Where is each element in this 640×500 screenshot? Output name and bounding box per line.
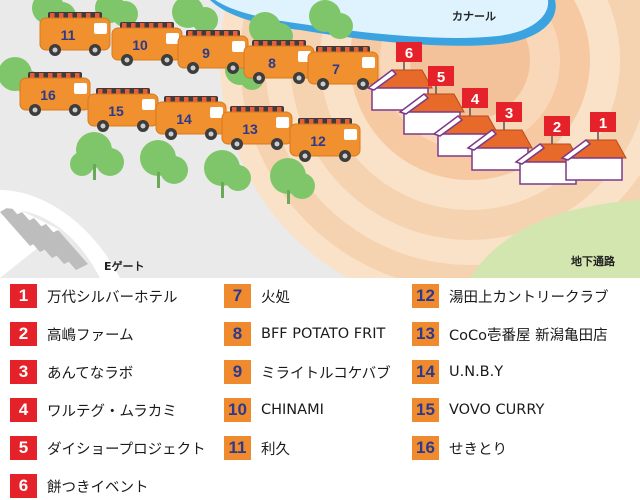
legend-item-name: 湯田上カントリークラブ (449, 289, 609, 306)
legend-item-name: ダイショープロジェクト (47, 441, 206, 458)
legend-item-5[interactable]: 5 ダイショープロジェクト (10, 435, 206, 461)
legend-item-15[interactable]: 15 VOVO CURRY (412, 397, 544, 423)
legend-item-3[interactable]: 3 あんてなラボ (10, 359, 133, 385)
tent-1: 1 (560, 112, 627, 181)
food-truck-number: 10 (132, 37, 148, 53)
legend-item-1[interactable]: 1 万代シルバーホテル (10, 283, 178, 309)
food-truck-9: 9 (177, 30, 249, 74)
legend-item-13[interactable]: 13 CoCo壱番屋 新潟亀田店 (412, 321, 608, 347)
food-truck-number: 12 (310, 133, 326, 149)
legend-number-badge: 5 (10, 436, 37, 460)
tent-number: 4 (471, 91, 480, 108)
food-truck-number: 7 (332, 61, 340, 77)
legend-item-name: 高嶋ファーム (47, 327, 134, 344)
food-truck-number: 9 (202, 45, 210, 61)
food-truck-16: 16 (19, 72, 91, 116)
food-truck-11: 11 (39, 12, 111, 56)
legend-item-4[interactable]: 4 ワルテグ・ムラカミ (10, 397, 177, 423)
legend-item-16[interactable]: 16 せきとり (412, 435, 507, 461)
legend-item-name: CoCo壱番屋 新潟亀田店 (449, 327, 608, 344)
tent-number: 3 (505, 105, 513, 122)
tents: 6 5 4 3 2 1 (366, 42, 627, 185)
underground-passage-label: 地下通路 (571, 255, 615, 268)
legend-item-name: U.N.B.Y (449, 364, 504, 380)
food-truck-12: 12 (289, 118, 361, 162)
legend-item-name: 利久 (261, 441, 290, 458)
food-truck-8: 8 (243, 40, 315, 84)
food-trucks: 11 10 9 8 7 16 15 14 13 12 (19, 12, 379, 162)
food-truck-15: 15 (87, 88, 159, 132)
food-truck-14: 14 (155, 96, 227, 140)
legend-item-11[interactable]: 11 利久 (224, 435, 290, 461)
legend-item-name: あんてなラボ (47, 365, 134, 382)
food-truck-7: 7 (307, 46, 379, 90)
legend-item-12[interactable]: 12 湯田上カントリークラブ (412, 283, 609, 309)
legend-number-badge: 9 (224, 360, 251, 384)
tent-number: 2 (553, 119, 561, 136)
food-truck-number: 11 (61, 27, 76, 43)
legend-item-14[interactable]: 14 U.N.B.Y (412, 359, 503, 385)
legend-number-badge: 14 (412, 360, 439, 384)
tent-number: 6 (405, 45, 413, 62)
legend-number-badge: 10 (224, 398, 251, 422)
legend-item-name: BFF POTATO FRIT (261, 326, 386, 342)
food-truck-number: 13 (242, 121, 258, 137)
legend-number-badge: 6 (10, 474, 37, 498)
legend-number-badge: 12 (412, 284, 439, 308)
legend-item-6[interactable]: 6 餅つきイベント (10, 473, 149, 499)
food-truck-number: 8 (268, 55, 276, 71)
food-truck-number: 16 (40, 87, 56, 103)
food-truck-10: 10 (111, 22, 183, 66)
underground-passage-area (470, 200, 640, 278)
legend-item-name: ミライトルコケバブ (261, 365, 391, 382)
legend-item-9[interactable]: 9 ミライトルコケバブ (224, 359, 391, 385)
legend-item-name: 万代シルバーホテル (47, 289, 178, 306)
legend-number-badge: 1 (10, 284, 37, 308)
legend-item-name: CHINAMI (261, 402, 324, 418)
legend-number-badge: 4 (10, 398, 37, 422)
tent-3: 3 (466, 102, 533, 171)
food-truck-number: 15 (108, 103, 124, 119)
legend-item-2[interactable]: 2 高嶋ファーム (10, 321, 134, 347)
legend-item-name: せきとり (449, 441, 507, 458)
tent-number: 1 (599, 115, 607, 132)
legend-number-badge: 3 (10, 360, 37, 384)
venue-map: 11 10 9 8 7 16 15 14 13 12 6 5 4 3 2 1 (0, 0, 640, 278)
legend-number-badge: 15 (412, 398, 439, 422)
legend-item-10[interactable]: 10 CHINAMI (224, 397, 324, 423)
legend-number-badge: 8 (224, 322, 251, 346)
canal-label: カナール (452, 10, 496, 23)
legend-number-badge: 2 (10, 322, 37, 346)
legend-item-name: 火処 (261, 289, 290, 306)
tent-5: 5 (398, 66, 465, 135)
legend-item-7[interactable]: 7 火処 (224, 283, 290, 309)
legend-item-name: VOVO CURRY (449, 402, 545, 418)
food-truck-13: 13 (221, 106, 293, 150)
tent-number: 5 (437, 69, 445, 86)
legend-number-badge: 13 (412, 322, 439, 346)
legend-number-badge: 7 (224, 284, 251, 308)
e-gate-label: Eゲート (104, 260, 145, 273)
legend-item-8[interactable]: 8 BFF POTATO FRIT (224, 321, 385, 347)
e-gate-stripes (0, 190, 120, 278)
legend-number-badge: 16 (412, 436, 439, 460)
legend-item-name: 餅つきイベント (47, 479, 149, 496)
legend-item-name: ワルテグ・ムラカミ (47, 403, 177, 420)
legend-number-badge: 11 (224, 436, 251, 460)
food-truck-number: 14 (176, 111, 192, 127)
